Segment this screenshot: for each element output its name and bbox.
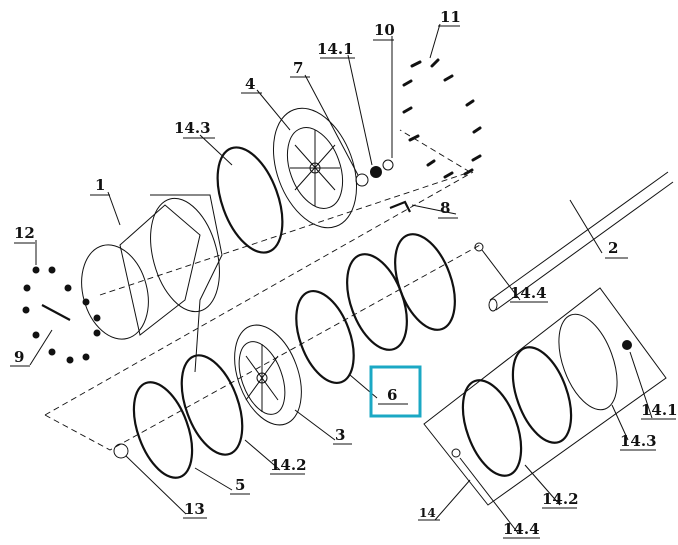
callout-14-2: 14.2 bbox=[270, 456, 307, 474]
washer-14-4 bbox=[474, 242, 484, 252]
callout-11: 11 bbox=[440, 8, 461, 26]
callout-9: 9 bbox=[14, 348, 24, 366]
callout-1: 1 bbox=[95, 176, 105, 194]
lower-axis-line bbox=[44, 244, 481, 451]
callout-10: 10 bbox=[374, 21, 395, 39]
valve-9 bbox=[41, 304, 71, 321]
callout-kit-14-2: 14.2 bbox=[542, 490, 579, 508]
bolts-11 bbox=[402, 58, 482, 179]
piston-3 bbox=[234, 324, 302, 426]
o-ring-14-3 bbox=[216, 146, 284, 254]
retaining-ring-6 bbox=[295, 289, 355, 385]
kit-seal-14-1 bbox=[622, 340, 632, 350]
callout-3: 3 bbox=[335, 426, 345, 444]
end-plate bbox=[272, 107, 358, 229]
housing-cylinder bbox=[81, 194, 223, 373]
upper-axis-line bbox=[99, 129, 472, 296]
seal-14-1 bbox=[370, 166, 382, 178]
callout-14: 14 bbox=[419, 506, 436, 520]
callout-13: 13 bbox=[184, 500, 205, 518]
kit-seal-14-2-a bbox=[511, 346, 573, 444]
callout-7: 7 bbox=[293, 59, 303, 77]
callout-2: 2 bbox=[608, 239, 618, 257]
callout-4: 4 bbox=[245, 75, 255, 93]
highlight-box-part-6 bbox=[369, 365, 422, 418]
callout-14-4: 14.4 bbox=[510, 284, 547, 302]
elbow-fitting-8 bbox=[389, 200, 411, 213]
kit-o-ring-14-3 bbox=[558, 313, 618, 411]
callout-8: 8 bbox=[440, 199, 450, 217]
nuts-12 bbox=[22, 266, 101, 364]
clip-10 bbox=[382, 159, 394, 171]
callout-kit-14-1: 14.1 bbox=[641, 401, 678, 419]
o-ring-5 bbox=[132, 381, 194, 479]
callout-6: 6 bbox=[387, 386, 397, 404]
assembly-boundary-line bbox=[44, 171, 474, 416]
kit-seal-14-2-b bbox=[461, 379, 523, 477]
callout-12: 12 bbox=[14, 224, 35, 242]
label-underlines bbox=[10, 25, 676, 539]
seal-ring-14-2 bbox=[180, 354, 244, 456]
seal-ring-14-2-mid bbox=[346, 253, 408, 351]
callout-5: 5 bbox=[235, 476, 245, 494]
callout-kit-14-3: 14.3 bbox=[620, 432, 657, 450]
callout-14-1: 14.1 bbox=[317, 40, 354, 58]
kit-washer-14-4 bbox=[451, 448, 461, 458]
shaft-2 bbox=[488, 171, 674, 312]
leader-lines bbox=[29, 23, 653, 534]
nut-13 bbox=[113, 443, 129, 459]
callout-kit-14-4: 14.4 bbox=[503, 520, 540, 538]
bushing-7 bbox=[355, 173, 369, 187]
kit-14-box bbox=[423, 287, 667, 506]
callout-14-3: 14.3 bbox=[174, 119, 211, 137]
